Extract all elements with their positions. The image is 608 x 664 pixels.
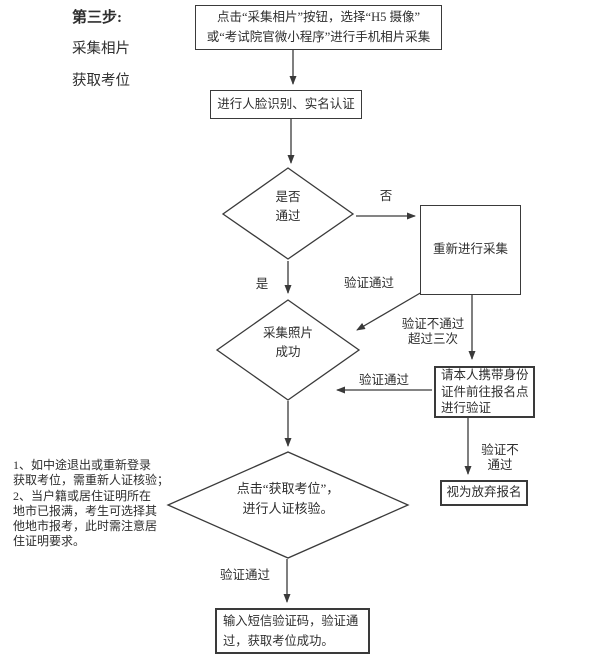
- edge-label-no: 否: [379, 189, 393, 203]
- edge-label-verify-fail: 验证不 通过: [481, 443, 519, 472]
- node-abandon-registration: 视为放弃报名: [440, 480, 528, 506]
- step-title: 第三步:: [72, 10, 122, 26]
- side-notes: 1、如中途退出或重新登录 获取考位，需重新人证核验； 2、当户籍或居住证明所在 …: [13, 458, 170, 549]
- node-face-auth: 进行人脸识别、实名认证: [210, 90, 362, 119]
- edge-label-yes: 是: [255, 277, 269, 291]
- decision-pass-check-label: 是否 通过: [275, 190, 301, 223]
- node-recollect: 重新进行采集: [420, 205, 521, 295]
- edge-label-verify-pass-c: 验证通过: [219, 568, 270, 582]
- step-subtitle-line2: 获取考位: [72, 73, 130, 89]
- edge-label-verify-pass-b: 验证通过: [358, 373, 409, 387]
- edge-recollect-pass-diagonal: [356, 291, 423, 331]
- step-subtitle-line1: 采集相片: [72, 41, 130, 57]
- node-onsite-verify: 请本人携带身份 证件前往报名点 进行验证: [434, 366, 535, 418]
- edge-label-verify-fail-three: 验证不通过 超过三次: [401, 317, 465, 346]
- edge-label-verify-pass-a: 验证通过: [343, 276, 394, 290]
- node-sms-success: 输入短信验证码，验证通 过，获取考位成功。: [215, 608, 370, 654]
- decision-get-seat-label: 点击“获取考位”， 进行人证核验。: [236, 481, 340, 516]
- diamond-pass-check-outline: [221, 167, 355, 260]
- diamond-photo-success-outline: [215, 299, 361, 401]
- decision-photo-success-label: 采集照片 成功: [262, 326, 313, 359]
- node-collect-photo: 点击“采集相片”按钮，选择“H5 摄像” 或“考试院官微小程序”进行手机相片采集: [195, 5, 442, 50]
- diamond-get-seat-outline: [166, 451, 410, 559]
